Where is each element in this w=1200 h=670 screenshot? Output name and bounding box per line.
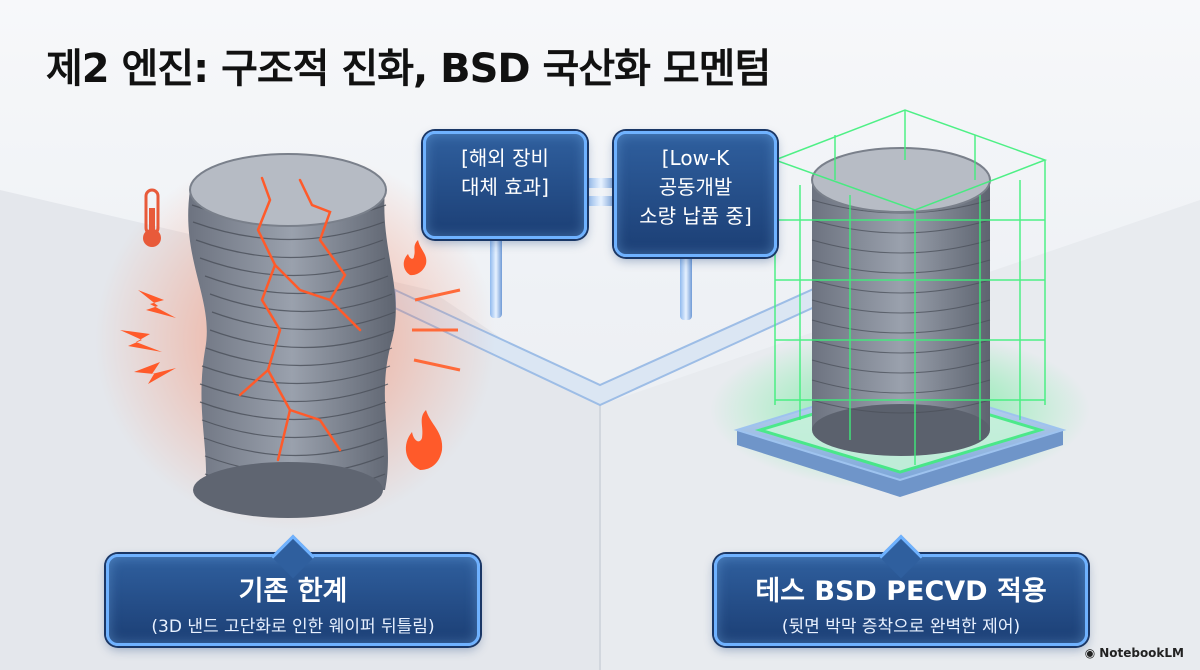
callout-line: 대체 효과] [461,175,549,199]
green-grid-cage [772,109,1048,465]
callout-subtitle: (뒷면 박막 증착으로 완벽한 제어) [781,617,1021,637]
callout-line: [Low-K [661,146,730,170]
callout-line: [해외 장비 [461,146,549,170]
brand-name: NotebookLM [1099,646,1184,660]
callout-line: 공동개발 [658,175,733,199]
flame-icon [403,240,443,470]
pipe-lowk [680,254,692,320]
page-title: 제2 엔진: 구조적 진화, BSD 국산화 모멘텀 [46,46,771,92]
callout-overseas-replacement: [해외 장비 대체 효과] [423,131,587,239]
callout-line: 소량 납품 중] [639,204,752,228]
callout-existing-limit: 기존 한계 (3D 낸드 고단화로 인한 웨이퍼 뒤틀림) [106,534,480,646]
stress-arrows [412,288,461,372]
brand-watermark: ◉NotebookLM [1085,646,1184,660]
pipe-overseas [490,236,502,318]
callout-bsd-pecvd: 테스 BSD PECVD 적용 (뒷면 박막 증착으로 완벽한 제어) [714,534,1088,646]
notebooklm-icon: ◉ [1084,646,1096,660]
callout-subtitle: (3D 낸드 고단화로 인한 웨이퍼 뒤틀림) [151,617,435,637]
callout-lowk-development: [Low-K 공동개발 소량 납품 중] [614,131,777,257]
warped-wafer-stack [188,153,396,518]
thermometer-icon [143,188,161,247]
callout-title: 테스 BSD PECVD 적용 [755,576,1047,607]
controlled-wafer-stack [811,147,991,456]
callout-title: 기존 한계 [238,576,348,607]
lightning-icons [120,290,176,384]
